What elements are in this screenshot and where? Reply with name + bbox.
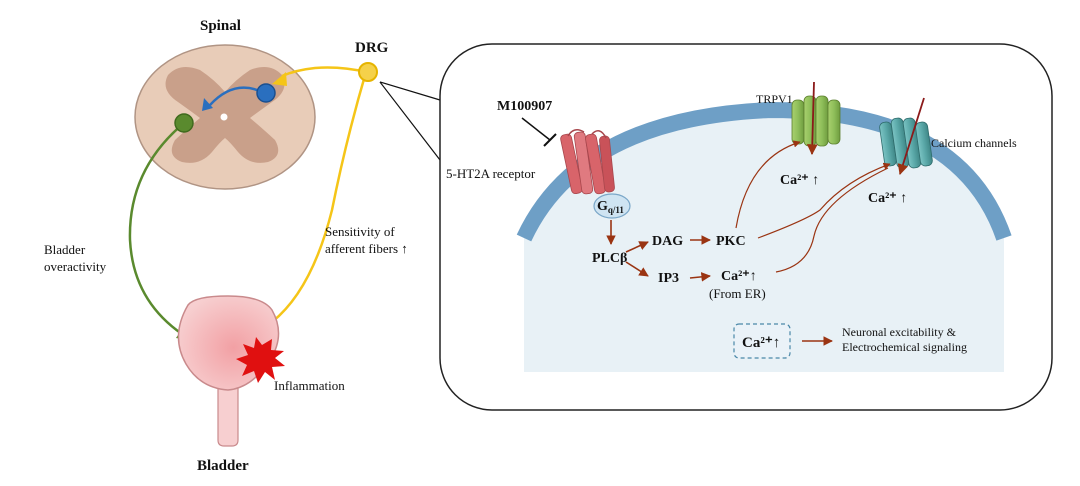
trpv1-ca-label: Ca²⁺ ↑ (780, 173, 819, 188)
dag-label: DAG (652, 234, 683, 249)
blue-arrowhead (202, 98, 213, 111)
bladder-title: Bladder (197, 458, 249, 474)
calcium-channel (879, 117, 933, 169)
g-protein-main: G (597, 199, 608, 214)
calcium-channels-label: Calcium channels (931, 136, 1017, 150)
g-protein-subscript: q/11 (608, 205, 625, 215)
overactivity-label-line1: Bladder (44, 242, 86, 257)
channel-ca-influx-arrow (897, 97, 925, 176)
5ht2a-receptor (560, 129, 615, 195)
urethra (217, 384, 239, 447)
ca-er-label: Ca²⁺↑ (721, 269, 757, 284)
arrow-plcb-to-ip3 (625, 261, 649, 277)
bladder (177, 295, 285, 447)
sensitivity-label-line2: afferent fibers ↑ (325, 241, 408, 256)
overactivity-label-line2: overactivity (44, 259, 107, 274)
cytoplasm (524, 110, 1004, 372)
arrow-pkc-to-channel (757, 162, 891, 239)
spinal-cord (134, 44, 316, 190)
channel-ca-label: Ca²⁺ ↑ (868, 191, 907, 206)
drg-ganglion (358, 62, 378, 82)
from-er-label: (From ER) (709, 286, 766, 301)
spinal-title: Spinal (200, 18, 241, 34)
bladder-body (177, 295, 280, 391)
inflammation-burst (236, 337, 285, 383)
zoom-callout (379, 81, 441, 161)
antagonist-label: M100907 (497, 99, 552, 114)
trpv1-channel (791, 95, 841, 147)
g-protein-label: Gq/11 (597, 199, 624, 215)
green-efferent-pathway (128, 122, 185, 336)
sensitivity-label-line1: Sensitivity of (325, 224, 395, 239)
arrow-ip3-to-ca (689, 272, 711, 282)
arrow-plcb-to-dag (625, 241, 649, 253)
ca-box-label: Ca²⁺↑ (742, 335, 780, 351)
pkc-label: PKC (716, 234, 746, 249)
ip3-label: IP3 (658, 271, 679, 286)
central-canal (220, 113, 228, 121)
arrow-ca-to-channel (775, 167, 889, 273)
calcium-outcome-box (733, 323, 791, 359)
arrow-pkc-to-trpv1 (735, 140, 801, 229)
outcome-label-line2: Electrochemical signaling (842, 340, 967, 354)
outcome-label-line1: Neuronal excitability & (842, 325, 957, 339)
g-protein (593, 193, 631, 219)
drg-title: DRG (355, 40, 389, 56)
receptor-label: 5-HT2A receptor (446, 166, 536, 181)
plcb-label: PLCβ (592, 251, 627, 266)
trpv1-ca-influx-arrow (806, 81, 818, 156)
inflammation-label: Inflammation (274, 378, 345, 393)
trpv1-label: TRPV1 (756, 92, 793, 106)
blue-neuron (256, 83, 276, 103)
green-motor-neuron (174, 113, 194, 133)
yellow-afferent-from-bladder (271, 71, 368, 323)
yellow-afferent-to-spinal (281, 66, 367, 78)
yellow-arrowhead-spinal (272, 72, 287, 86)
antagonist-inhibition-bar (543, 133, 557, 147)
antagonist-inhibition-line (521, 117, 551, 141)
